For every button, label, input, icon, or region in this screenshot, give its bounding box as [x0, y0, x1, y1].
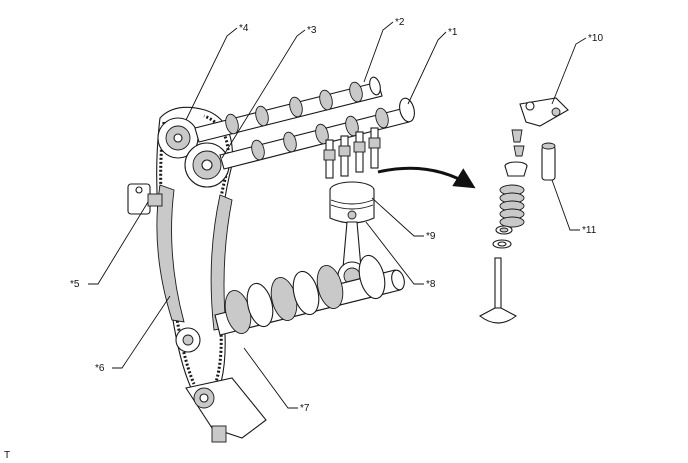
callout-4: *4: [239, 23, 249, 34]
piston: [329, 181, 375, 224]
corner-mark: T: [4, 450, 10, 461]
crank-sprocket: [175, 327, 201, 353]
callout-3: *3: [307, 25, 317, 36]
leader-lines: [88, 21, 587, 409]
crankshaft: [214, 254, 405, 336]
valve: [478, 257, 518, 324]
callout-11: *11: [582, 225, 597, 236]
oil-pump: [185, 377, 267, 443]
direction-arrow: [377, 166, 476, 189]
chain-tensioner: [127, 183, 163, 215]
callout-6: *6: [95, 363, 105, 374]
callout-5: *5: [70, 279, 80, 290]
valve-stem-seal: [495, 225, 513, 235]
callout-1: *1: [448, 27, 458, 38]
callout-10: *10: [588, 33, 603, 44]
installed-valves: [323, 127, 381, 179]
callout-9: *9: [426, 231, 436, 242]
callout-7: *7: [300, 403, 310, 414]
camshaft-exhaust: [194, 76, 383, 143]
callout-8: *8: [426, 279, 436, 290]
intake-vvt-sprocket: [184, 142, 230, 188]
spring-seat: [492, 239, 512, 249]
valve-spring-retainer: [504, 161, 528, 177]
valve-keepers: [511, 129, 525, 157]
lash-adjuster: [541, 142, 556, 181]
valve-spring: [499, 184, 525, 228]
rocker-arm: [519, 97, 569, 127]
callout-2: *2: [395, 17, 405, 28]
exhaust-cam-sprocket: [157, 117, 199, 159]
chain-tensioner-slipper: [156, 184, 185, 323]
camshaft-intake: [219, 97, 415, 170]
